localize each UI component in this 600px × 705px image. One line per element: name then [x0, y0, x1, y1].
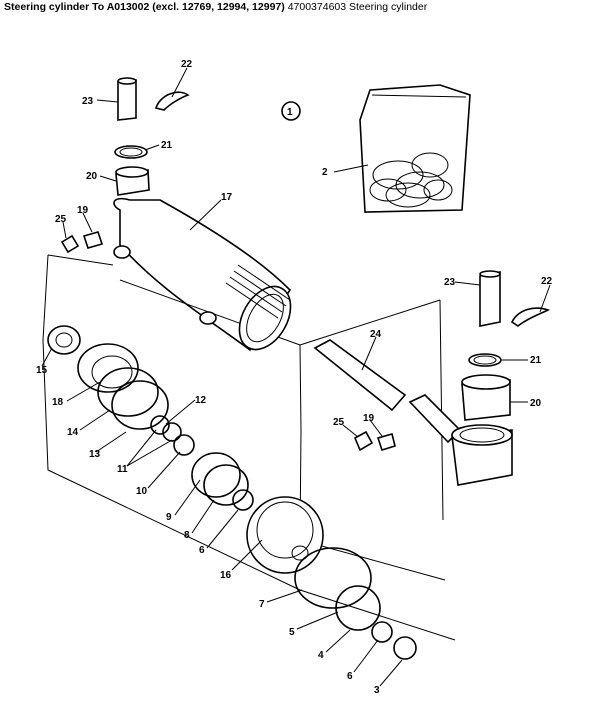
part-label-19: 19 [77, 205, 89, 216]
leader-lines [41, 67, 551, 687]
part-label-20: 20 [86, 171, 98, 182]
piston-parts-left [47, 325, 195, 456]
pin-assembly-right [461, 270, 551, 421]
piston-rod [313, 339, 462, 444]
part-label-10: 10 [136, 486, 148, 497]
lower-seal-rings [294, 547, 417, 660]
part-label-8: 8 [184, 530, 190, 541]
part-label-16: 16 [220, 570, 232, 581]
part-label-24: 24 [370, 329, 382, 340]
page-header: Steering cylinder To A013002 (excl. 1276… [4, 0, 427, 14]
part-label-7: 7 [259, 599, 265, 610]
piston-head [246, 496, 324, 574]
page-subtitle: 4700374603 Steering cylinder [287, 1, 428, 13]
kit-marker-label: 1 [287, 107, 293, 118]
part-label-21-right: 21 [530, 355, 542, 366]
part-label-15: 15 [36, 365, 48, 376]
part-label-12: 12 [195, 395, 207, 406]
part-label-13: 13 [89, 449, 101, 460]
part-label-23-right: 23 [444, 277, 456, 288]
part-label-6: 6 [199, 545, 205, 556]
part-label-17: 17 [221, 192, 233, 203]
cylinder-tube [113, 197, 292, 352]
kit-marker-circle [281, 101, 301, 121]
pin-assembly-left [114, 77, 190, 196]
page-title: Steering cylinder To A013002 (excl. 1276… [4, 1, 285, 13]
part-label-18: 18 [52, 397, 64, 408]
part-label-3: 3 [374, 685, 380, 696]
part-label-20-right: 20 [530, 398, 542, 409]
part-label-21: 21 [161, 140, 173, 151]
part-label-14: 14 [67, 427, 79, 438]
part-label-4: 4 [318, 650, 324, 661]
part-label-2: 2 [322, 167, 328, 178]
seal-kit-bag [359, 84, 471, 213]
part-label-9: 9 [166, 512, 172, 523]
part-label-22: 22 [181, 59, 193, 70]
grease-nipple-right [353, 430, 396, 452]
part-label-11: 11 [117, 464, 128, 475]
part-labels: 1 22 23 21 20 2 17 19 25 23 22 24 21 20 … [36, 59, 553, 696]
part-label-22-right: 22 [541, 276, 553, 287]
part-label-6-lower: 6 [347, 671, 353, 682]
bearing-rings [191, 452, 254, 511]
part-label-19-right: 19 [363, 413, 375, 424]
part-label-23: 23 [82, 96, 94, 107]
part-label-25: 25 [55, 214, 67, 225]
part-label-5: 5 [289, 627, 295, 638]
part-label-25-right: 25 [333, 417, 345, 428]
rod-eye [451, 424, 513, 486]
grease-nipple-left [60, 231, 104, 254]
